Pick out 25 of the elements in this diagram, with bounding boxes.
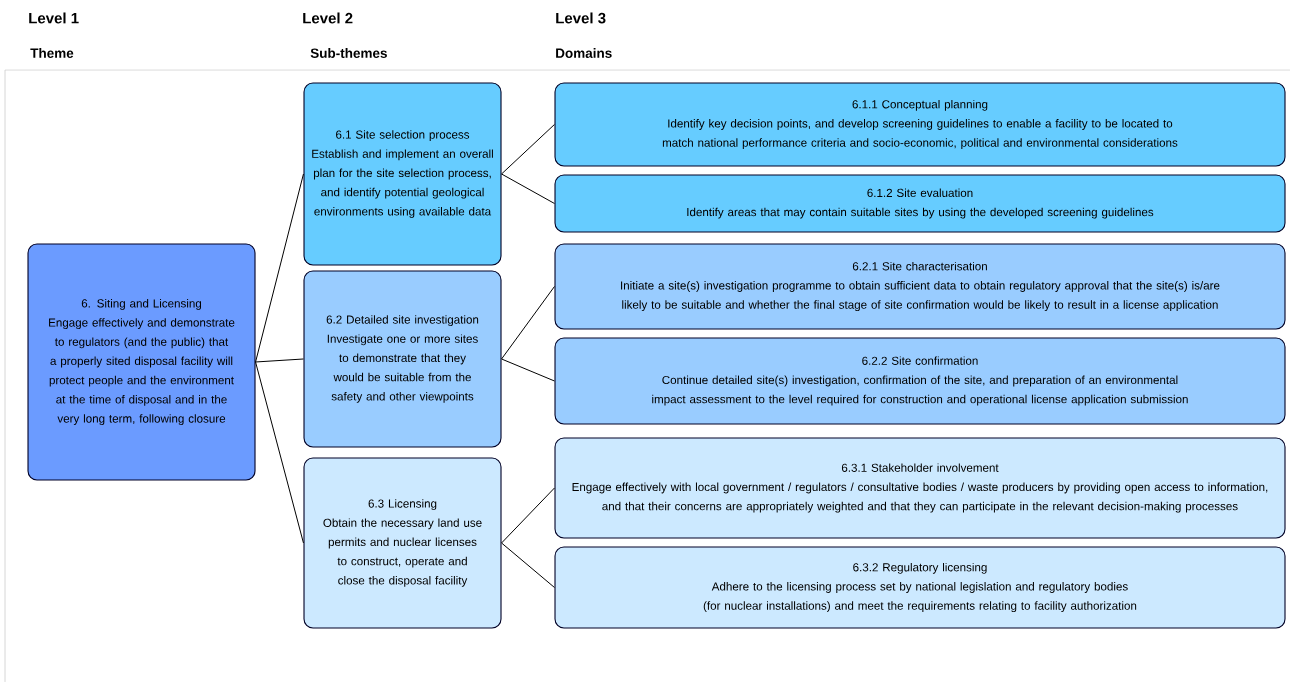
connector-line	[501, 286, 555, 360]
column-heading: Theme	[30, 48, 74, 58]
process-box: 6.3.2 Regulatory licensing Adhere to the licensing process set by national legislation and regulatory bodies (for nuclear installations) and meet the requirements relating to facility authorization	[554, 546, 1286, 629]
process-box: 6.1.2 Site evaluation Identify areas that may contain suitable sites by using the developed screening guidelines	[554, 174, 1286, 233]
process-box: 6. Siting and Licensing Engage effectively and demonstrate to regulators (and the public) that a properly sited disposal facility will protect people and the environment at the time of disposal and in the very long term, following closure	[27, 243, 256, 481]
column-heading: Level 3	[556, 12, 606, 24]
connector-line	[501, 124, 555, 175]
connector-line	[255, 361, 304, 544]
process-box: 6.3.1 Stakeholder involvement Engage effectively with local government / regulators / consultative bodies / waste producers by providing open access to information, and that their concerns are appropriately weighted and that they can participate in the relevant decision-making processes	[554, 437, 1286, 539]
connector-line	[255, 173, 304, 363]
connector-line	[501, 542, 555, 588]
column-heading: Level 2	[303, 12, 353, 24]
process-box: 6.2.1 Site characterisation Initiate a site(s) investigation programme to obtain sufficient data to obtain regulatory approval that the site(s) is/are likely to be suitable and whether the final stage of site confirmation would be likely to result in a license application	[554, 243, 1286, 330]
process-box: 6.2 Detailed site investigation Investigate one or more sites to demonstrate that they would be suitable from the safety and other viewpoints	[303, 270, 502, 448]
connector-line	[501, 487, 555, 544]
process-box: 6.1 Site selection process Establish and implement an overall plan for the site selection process, and identify potential geological environments using available data	[303, 82, 502, 266]
process-box: 6.2.2 Site confirmation Continue detailed site(s) investigation, confirmation of the site, and preparation of an environmental impact assessment to the level required for construction and operational license application submission	[554, 337, 1286, 425]
connector-line	[501, 358, 555, 382]
process-box: 6.3 Licensing Obtain the necessary land use permits and nuclear licenses to construct, operate and close the disposal facility	[303, 457, 502, 629]
column-heading: Sub-themes	[310, 48, 387, 58]
column-heading: Domains	[556, 48, 612, 58]
connector-line	[255, 358, 304, 363]
connector-line	[501, 173, 555, 204]
column-heading: Level 1	[29, 12, 79, 24]
process-box: 6.1.1 Conceptual planning Identify key decision points, and develop screening guidelines to enable a facility to be located to match national performance criteria and socio-economic, political and environmental considerations	[554, 82, 1286, 167]
